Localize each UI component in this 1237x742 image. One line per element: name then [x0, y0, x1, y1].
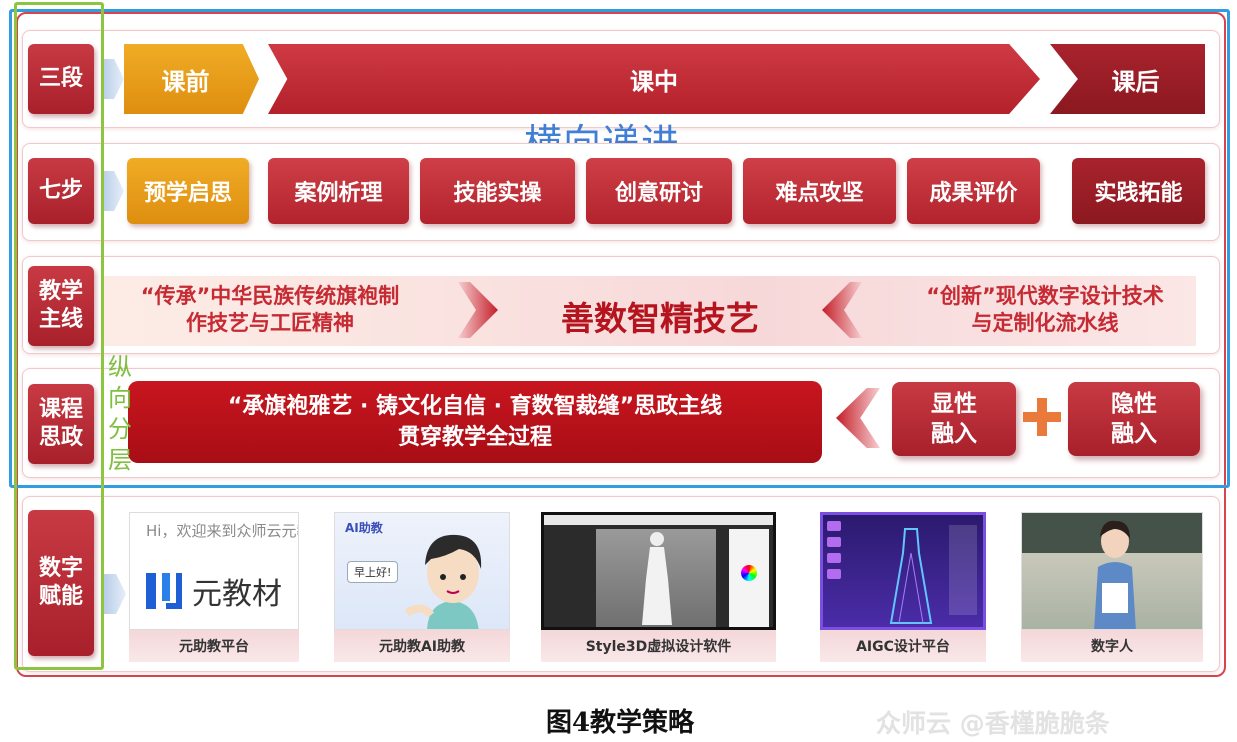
caption-digital-human: 数字人 [1021, 630, 1203, 662]
plus-icon [1023, 398, 1061, 436]
core-skill-text: 善数智精技艺 [561, 299, 759, 338]
step-creative-discussion: 创意研讨 [586, 158, 732, 224]
glowing-gown-icon [889, 528, 933, 624]
aigc-screenshot [820, 512, 986, 630]
step-label: 预学启思 [143, 181, 232, 206]
row-label-line: 教学 [38, 279, 83, 304]
step-label: 技能实操 [453, 181, 542, 206]
step-label: 成果评价 [929, 181, 1018, 206]
dress-model-icon [642, 532, 672, 625]
row-label-steps: 七步 [28, 158, 94, 224]
step-skill-practice: 技能实操 [420, 158, 575, 224]
cartoon-teacher-icon [404, 534, 482, 629]
step-preview: 预学启思 [127, 158, 249, 224]
innovate-line: 与定制化流水线 [971, 311, 1119, 335]
innovate-line: “创新”现代数字设计技术 [926, 284, 1164, 308]
phase-label: 课后 [1111, 67, 1160, 96]
ai-assistant-image: AI助教 早上好! [334, 512, 510, 630]
ideology-main-line: “承旗袍雅艺 · 铸文化自信 · 育数智裁缝”思政主线 贯穿教学全过程 [128, 381, 822, 463]
step-case-analysis: 案例析理 [268, 158, 409, 224]
innovate-text: “创新”现代数字设计技术 与定制化流水线 [880, 283, 1210, 337]
style3d-screenshot [541, 512, 776, 630]
row-label-line: 课程 [38, 397, 83, 422]
integration-line: 隐性 [1111, 391, 1157, 417]
inherit-text: “传承”中华民族传统旗袍制 作技艺与工匠精神 [110, 283, 430, 337]
arrow-icon [104, 574, 126, 614]
platform-greeting: Hi，欢迎来到众师云元教材 [146, 521, 298, 540]
phase-label: 课中 [630, 67, 678, 96]
vertical-char: 纵 [108, 353, 132, 381]
row-label-text: 七步 [38, 178, 83, 203]
row-label-text: 三段 [38, 66, 83, 91]
ai-tag: AI助教 [345, 521, 383, 535]
implicit-integration: 隐性 融入 [1068, 382, 1200, 456]
step-label: 创意研讨 [614, 181, 703, 206]
explicit-integration: 显性 融入 [892, 382, 1016, 456]
vertical-char: 向 [108, 384, 132, 412]
ideology-line: 贯穿教学全过程 [397, 425, 552, 450]
vertical-box [14, 2, 104, 670]
phase-after: 课后 [1050, 44, 1205, 114]
step-difficulty-tackle: 难点攻坚 [743, 158, 896, 224]
figure-caption: 图4教学策略 [545, 708, 695, 738]
row-label-digital: 数字 赋能 [28, 510, 94, 656]
row-label-ideology: 课程 思政 [28, 384, 94, 464]
vertical-annotation: 纵 向 分 层 [106, 352, 134, 476]
phase-before: 课前 [124, 44, 259, 114]
watermark: 众师云 @香槿脆脆条 [876, 709, 1110, 738]
ai-bubble: 早上好! [347, 561, 399, 583]
step-result-evaluation: 成果评价 [907, 158, 1040, 224]
caption-platform: 元助教平台 [129, 630, 299, 662]
inherit-line: 作技艺与工匠精神 [186, 311, 354, 335]
platform-screenshot: Hi，欢迎来到众师云元教材 元教材 [129, 512, 299, 630]
row-label-line: 主线 [38, 307, 83, 332]
logo-icon [146, 573, 182, 609]
row-label-line: 数字 [38, 556, 83, 581]
inherit-line: “传承”中华民族传统旗袍制 [140, 284, 400, 308]
digital-human-image [1021, 512, 1203, 630]
step-label: 案例析理 [294, 181, 383, 206]
integration-line: 融入 [931, 421, 977, 447]
horizontal-box [9, 9, 1230, 488]
row-label-line: 思政 [38, 425, 83, 450]
integration-line: 融入 [1111, 421, 1157, 447]
row-label-line: 赋能 [38, 584, 83, 609]
vertical-char: 层 [108, 446, 132, 474]
phase-during: 课中 [268, 44, 1040, 114]
vertical-char: 分 [108, 415, 132, 443]
integration-line: 显性 [931, 391, 977, 417]
row-label-phases: 三段 [28, 44, 94, 114]
teacher-avatar-icon [1094, 520, 1136, 629]
caption-ai-assistant: 元助教AI助教 [334, 630, 510, 662]
main-line-band [104, 276, 1196, 346]
step-label: 难点攻坚 [775, 181, 864, 206]
ideology-line: “承旗袍雅艺 · 铸文化自信 · 育数智裁缝”思政主线 [227, 394, 723, 419]
phase-label: 课前 [161, 67, 210, 96]
step-label: 实践拓能 [1094, 181, 1183, 206]
strategy-frame [16, 12, 1226, 677]
step-practice-extension: 实践拓能 [1072, 158, 1205, 224]
platform-logo-text: 元教材 [192, 577, 282, 612]
row-label-main-line: 教学 主线 [28, 266, 94, 346]
arrow-icon [102, 171, 124, 211]
arrow-icon [102, 59, 124, 99]
caption-style3d: Style3D虚拟设计软件 [541, 630, 776, 662]
caption-aigc: AIGC设计平台 [820, 630, 986, 662]
